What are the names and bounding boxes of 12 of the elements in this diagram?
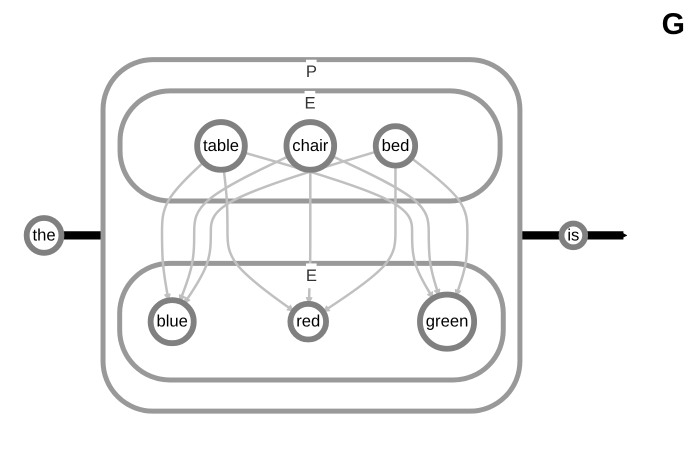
arrow (178, 155, 289, 302)
arrow (222, 170, 294, 312)
arrow (160, 161, 204, 301)
node-circle: is (558, 220, 588, 250)
node-circle: blue (147, 297, 196, 346)
node-circle: red (286, 300, 328, 342)
node-circle: chair (283, 119, 337, 173)
node-circle: green (416, 292, 477, 352)
node-circle: bed (372, 123, 418, 169)
node-circle: the (23, 215, 64, 256)
graph-label: G (662, 8, 685, 42)
node-circle: table (194, 119, 248, 173)
